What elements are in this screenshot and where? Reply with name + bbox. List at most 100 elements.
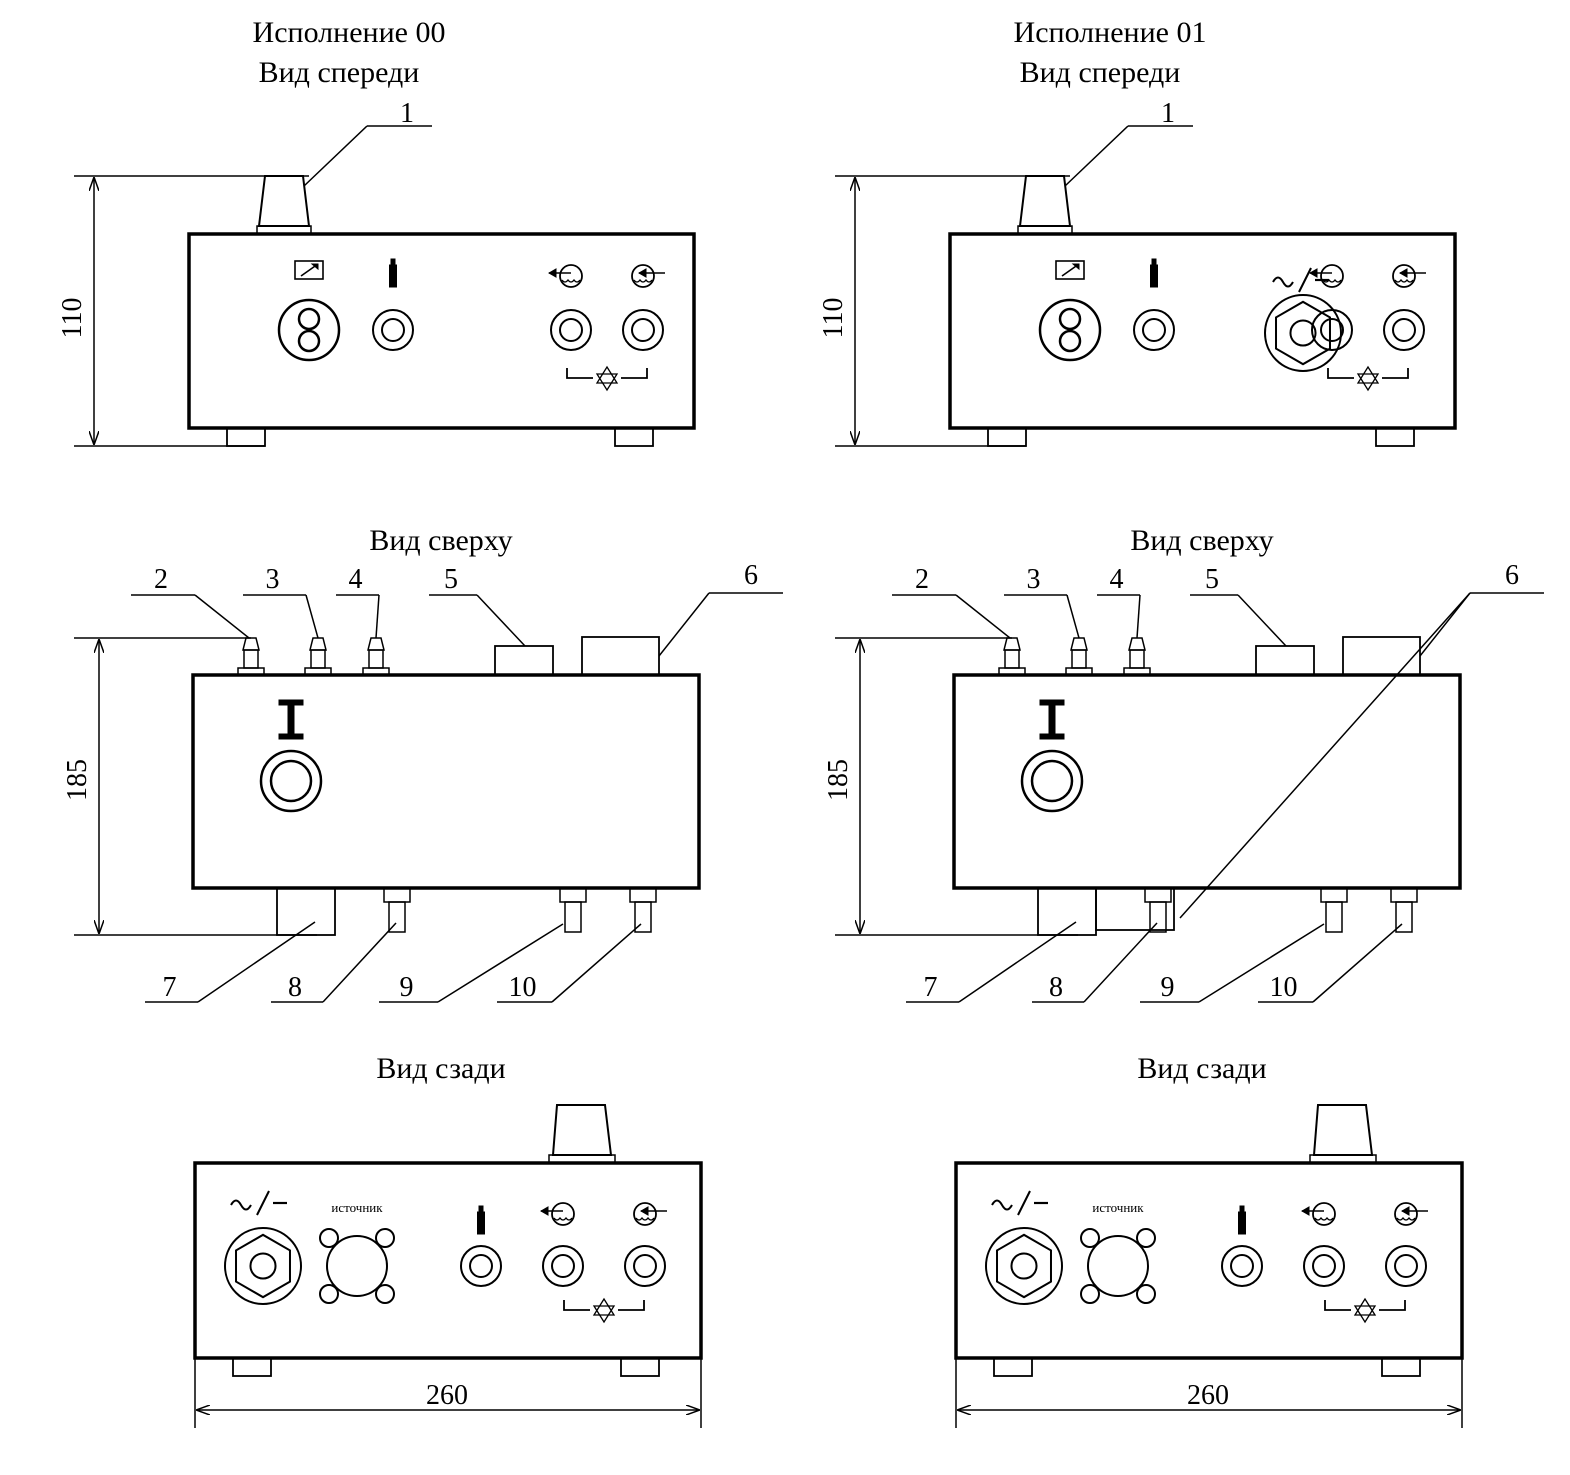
source-body: [326, 1235, 388, 1297]
source-hole: [375, 1228, 395, 1248]
pin-stem: [1325, 901, 1343, 933]
foot-left: [987, 427, 1027, 447]
torch-bottom: [278, 733, 304, 740]
gas-bottle-body: [477, 1211, 485, 1235]
gas-bottle-icon: [1150, 258, 1158, 288]
pot-arrow-head: [310, 263, 319, 271]
water-icon-waves: [553, 1216, 573, 1221]
water-icon-circle: [633, 1202, 657, 1226]
jack-inner: [633, 1254, 657, 1278]
block-6: [1342, 636, 1421, 676]
source-connector: источник: [319, 1200, 395, 1304]
star-tri-1: [592, 1305, 616, 1324]
water-icon-circle: [1312, 1202, 1336, 1226]
gas-bottle-icon: [389, 258, 397, 288]
water-out-icon: [1308, 264, 1344, 288]
connector-inner: [249, 1252, 277, 1280]
coolant-bracket-icon: [1324, 1297, 1406, 1324]
jack-outer: [372, 309, 414, 351]
callout-leader-2: [194, 594, 250, 639]
block-6-lower: [1095, 887, 1175, 931]
bracket-left: [563, 1300, 590, 1311]
jack-outer: [1383, 309, 1425, 351]
coolant-bracket-icon: [1327, 365, 1409, 392]
pot-box: [294, 260, 324, 280]
torch-icon: [278, 699, 304, 740]
pin-flange: [1390, 887, 1418, 903]
dim-depth-value: 185: [823, 759, 854, 801]
dim-depth-value: 185: [62, 759, 93, 801]
water-out-icon: [539, 1202, 575, 1226]
jack-outer: [1221, 1245, 1263, 1287]
knob-base: [548, 1154, 616, 1164]
water-in-icon: [633, 1202, 667, 1226]
knob-base: [1017, 225, 1073, 235]
callout-label-2: 2: [915, 564, 929, 595]
ac-slash: [1017, 1190, 1031, 1216]
housing-front: [948, 232, 1457, 430]
fitting-tip: [367, 637, 385, 651]
callout-leader-3: [1066, 594, 1080, 639]
fitting-2: [237, 637, 265, 676]
knob: [551, 1104, 613, 1156]
jack-inner: [1142, 318, 1166, 342]
housing-rear: [954, 1161, 1464, 1360]
callout-leader-1: [1064, 125, 1129, 187]
torch-bottom: [1039, 733, 1065, 740]
star-tri-2: [1356, 365, 1380, 384]
fitting-tip: [309, 637, 327, 651]
ac-dc-icon: [1272, 267, 1329, 293]
water-in-arrow-head: [1398, 268, 1408, 278]
callout-leader-7: [958, 921, 1077, 1003]
star-tri-2: [1353, 1297, 1377, 1316]
star-tri-2: [595, 365, 619, 384]
jack-outer: [1303, 1245, 1345, 1287]
top-view-title: Вид сверху: [1130, 524, 1273, 557]
source-hole: [1080, 1284, 1100, 1304]
source-body: [1087, 1235, 1149, 1297]
jack-inner: [1320, 318, 1344, 342]
jack-outer: [550, 309, 592, 351]
fitting-2: [998, 637, 1026, 676]
source-label: источник: [331, 1200, 383, 1215]
gas-socket: [1221, 1245, 1263, 1287]
callout-leader-4: [1136, 594, 1141, 639]
switch-dot-top: [1058, 307, 1082, 331]
water-in-socket: [1385, 1245, 1427, 1287]
water-icon-waves: [635, 1216, 655, 1221]
water-in-icon: [631, 264, 665, 288]
fitting-tip: [1128, 637, 1146, 651]
water-icon-circle: [1394, 1202, 1418, 1226]
water-in-arrow-head: [639, 1206, 649, 1216]
gas-bottle-body: [1150, 264, 1158, 288]
source-connector: источник: [1080, 1200, 1156, 1304]
water-out-socket: [1311, 309, 1353, 351]
jack-inner: [1392, 318, 1416, 342]
callout-label-1: 1: [400, 98, 414, 129]
fitting-10: [1390, 887, 1418, 933]
star-tri-1: [595, 373, 619, 392]
jack-inner: [1312, 1254, 1336, 1278]
connector-inner: [1010, 1252, 1038, 1280]
fitting-9: [1320, 887, 1348, 933]
housing-rear: [193, 1161, 703, 1360]
housing-front: [187, 232, 696, 430]
source-hole: [319, 1228, 339, 1248]
block-6: [581, 636, 660, 676]
pin-flange: [383, 887, 411, 903]
callout-leader-3: [305, 594, 319, 639]
gas-bottle-valve: [1239, 1205, 1245, 1213]
pin-flange: [1320, 887, 1348, 903]
fitting-stem: [368, 649, 384, 669]
foot-left: [232, 1357, 272, 1377]
callout-label-3: 3: [266, 564, 280, 595]
ac-dc-icon: [991, 1190, 1048, 1216]
water-in-arrow-head: [637, 268, 647, 278]
callout-leader-4: [375, 594, 380, 639]
fitting-tip: [1070, 637, 1088, 651]
connector-hex: [996, 1233, 1052, 1299]
jack-inner: [1230, 1254, 1254, 1278]
